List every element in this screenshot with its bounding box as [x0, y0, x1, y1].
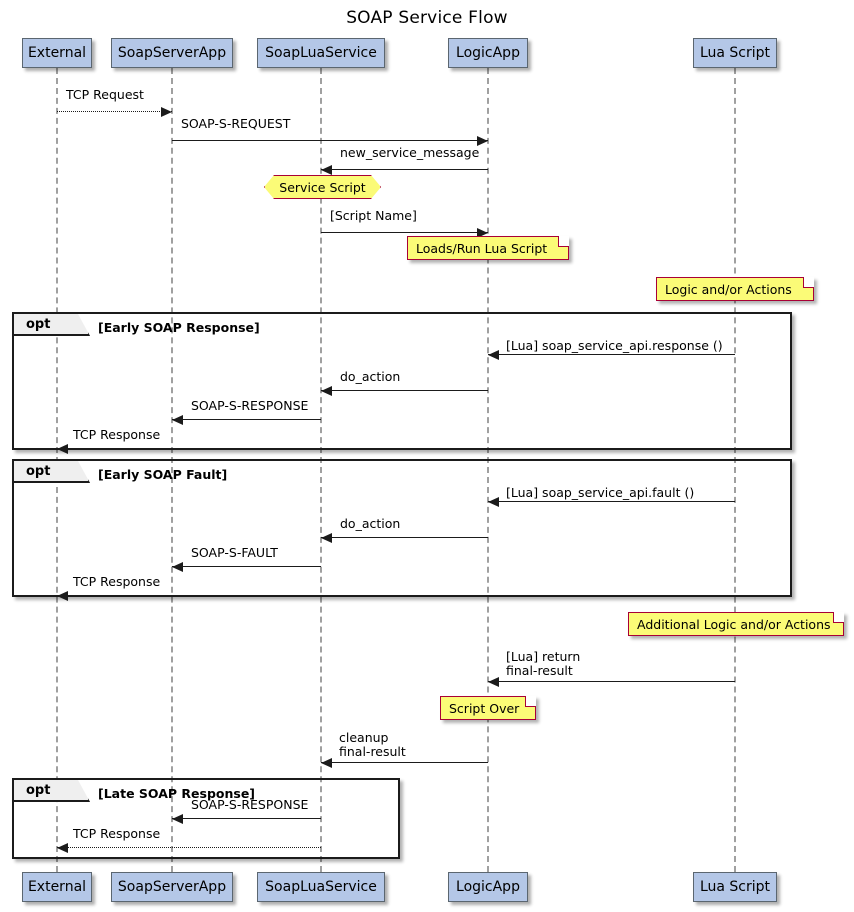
message-line-tcp-response-3: [57, 847, 321, 848]
diagram-title: SOAP Service Flow: [346, 8, 508, 28]
message-label-lua-fault-call: [Lua] soap_service_api.fault (): [506, 485, 695, 500]
message-label-soap-s-fault: SOAP-S-FAULT: [191, 545, 278, 560]
lifeline-soapluaservice: [320, 68, 322, 872]
lifeline-soapserverapp: [171, 68, 173, 872]
message-arrowhead-tcp-response-2: [57, 590, 68, 601]
participant-top-lua-script[interactable]: Lua Script: [693, 38, 777, 68]
message-label-new-service-message: new_service_message: [340, 145, 480, 160]
fragment-condition-early-soap-response: [Early SOAP Response]: [98, 320, 260, 335]
message-arrowhead-tcp-response-1: [57, 443, 68, 454]
fragment-condition-early-soap-fault: [Early SOAP Fault]: [98, 467, 228, 482]
fragment-early-soap-response: [12, 312, 792, 450]
message-label-tcp-response-2: TCP Response: [73, 574, 161, 589]
message-label-soap-s-request: SOAP-S-REQUEST: [181, 116, 291, 131]
message-label-script-name: [Script Name]: [330, 208, 417, 223]
message-arrowhead-do-action-2: [321, 532, 332, 543]
message-arrowhead-soap-s-fault: [172, 561, 183, 572]
message-label-do-action-1: do_action: [340, 369, 401, 384]
message-line-do-action-2: [321, 537, 488, 538]
note-text-logic-actions: Logic and/or Actions: [665, 281, 792, 297]
participant-top-soapluaservice[interactable]: SoapLuaService: [257, 38, 385, 68]
note-additional-logic: Additional Logic and/or Actions: [628, 612, 844, 636]
participant-bottom-soapserverapp[interactable]: SoapServerApp: [111, 872, 233, 902]
message-arrowhead-soap-s-response-1: [172, 414, 183, 425]
message-line-soap-s-response-2: [172, 818, 321, 819]
message-label-lua-return: [Lua] return final-result: [506, 649, 581, 678]
fragment-label-early-soap-response: opt: [14, 314, 90, 336]
message-arrowhead-soap-s-request: [477, 135, 488, 146]
message-label-tcp-request: TCP Request: [66, 87, 144, 102]
message-label-do-action-2: do_action: [340, 516, 401, 531]
note-fold-corner-icon: [525, 696, 536, 707]
message-line-soap-s-response-1: [172, 419, 321, 420]
message-line-tcp-response-1: [57, 448, 172, 449]
participant-bottom-soapluaservice[interactable]: SoapLuaService: [257, 872, 385, 902]
message-label-tcp-response-3: TCP Response: [73, 826, 161, 841]
message-line-lua-response-call: [488, 354, 735, 355]
message-arrowhead-do-action-1: [321, 385, 332, 396]
message-arrowhead-tcp-request: [161, 106, 172, 117]
message-label-tcp-response-1: TCP Response: [73, 427, 161, 442]
participant-top-external[interactable]: External: [22, 38, 92, 68]
message-line-soap-s-request: [172, 140, 488, 141]
note-text-additional-logic: Additional Logic and/or Actions: [637, 616, 831, 632]
participant-bottom-external[interactable]: External: [22, 872, 92, 902]
message-label-lua-response-call: [Lua] soap_service_api.response (): [506, 338, 723, 353]
note-loads-run-lua: Loads/Run Lua Script: [407, 236, 569, 260]
participant-bottom-logicapp[interactable]: LogicApp: [448, 872, 528, 902]
message-line-soap-s-fault: [172, 566, 321, 567]
participant-bottom-lua-script[interactable]: Lua Script: [693, 872, 777, 902]
note-text-service-script: Service Script: [279, 179, 366, 195]
note-fold-corner-icon: [833, 612, 844, 623]
message-arrowhead-cleanup: [321, 757, 332, 768]
message-line-lua-return: [488, 681, 735, 682]
note-service-script: Service Script: [264, 175, 381, 199]
fragment-early-soap-fault: [12, 459, 792, 597]
participant-top-logicapp[interactable]: LogicApp: [448, 38, 528, 68]
message-label-cleanup: cleanup final-result: [339, 730, 406, 759]
message-arrowhead-tcp-response-3: [57, 842, 68, 853]
message-label-soap-s-response-2: SOAP-S-RESPONSE: [191, 797, 309, 812]
message-line-tcp-request: [57, 111, 172, 112]
message-line-do-action-1: [321, 390, 488, 391]
message-arrowhead-soap-s-response-2: [172, 813, 183, 824]
lifeline-logicapp: [487, 68, 489, 872]
note-fold-corner-icon: [803, 277, 814, 288]
message-arrowhead-new-service-message: [321, 164, 332, 175]
fragment-label-late-soap-response: opt: [14, 780, 90, 802]
participant-top-soapserverapp[interactable]: SoapServerApp: [111, 38, 233, 68]
message-line-cleanup: [321, 762, 488, 763]
fragment-condition-late-soap-response: [Late SOAP Response]: [98, 786, 256, 801]
message-arrowhead-lua-fault-call: [488, 496, 499, 507]
message-label-soap-s-response-1: SOAP-S-RESPONSE: [191, 398, 309, 413]
lifeline-lua-script: [734, 68, 736, 872]
fragment-late-soap-response: [12, 778, 400, 859]
message-arrowhead-lua-response-call: [488, 349, 499, 360]
message-line-new-service-message: [321, 169, 488, 170]
message-arrowhead-lua-return: [488, 676, 499, 687]
note-text-loads-run-lua: Loads/Run Lua Script: [416, 240, 548, 256]
fragment-label-early-soap-fault: opt: [14, 461, 90, 483]
message-arrowhead-script-name: [477, 227, 488, 238]
message-line-tcp-response-2: [57, 595, 172, 596]
note-text-script-over: Script Over: [449, 700, 520, 716]
note-fold-corner-icon: [558, 236, 569, 247]
message-line-script-name: [321, 232, 488, 233]
note-logic-actions: Logic and/or Actions: [656, 277, 814, 301]
message-line-lua-fault-call: [488, 501, 735, 502]
note-script-over: Script Over: [440, 696, 536, 720]
